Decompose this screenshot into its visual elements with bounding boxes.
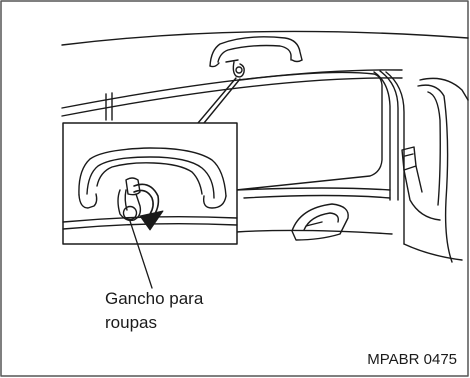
car-interior-drawing (61, 30, 469, 263)
seat (401, 77, 469, 263)
rotation-arrow-icon (133, 183, 164, 231)
leader-line-left (197, 77, 237, 124)
grab-handle (209, 36, 303, 68)
callout-leader (129, 220, 153, 289)
leader-line-right (203, 78, 241, 124)
coat-hook-detail (117, 177, 142, 222)
coat-hook-label-line1: Gancho para (105, 289, 204, 308)
figure-code: MPABR 0475 (367, 351, 457, 368)
detail-inset (62, 122, 238, 289)
coat-hook-small (232, 61, 245, 78)
door-handle (291, 203, 349, 241)
coat-hook-label-line2: roupas (105, 313, 157, 332)
